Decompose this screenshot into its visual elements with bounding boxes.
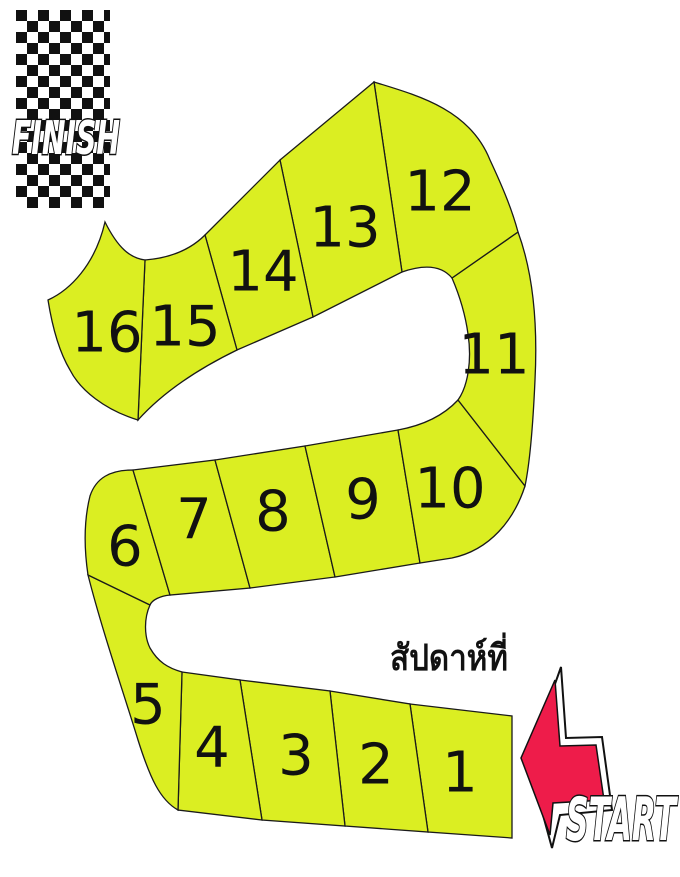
finish-label: FINISH <box>12 111 120 165</box>
square-number-10: 10 <box>414 457 485 522</box>
square-number-8: 8 <box>255 480 291 545</box>
square-number-5: 5 <box>130 673 166 738</box>
start-label: START <box>566 785 678 855</box>
square-number-16: 16 <box>71 301 142 366</box>
week-label: สัปดาห์ที่ <box>390 632 508 679</box>
square-number-3: 3 <box>278 724 314 789</box>
square-number-1: 1 <box>442 741 478 806</box>
square-number-6: 6 <box>107 515 143 580</box>
square-number-4: 4 <box>194 716 230 781</box>
square-number-11: 11 <box>458 323 529 388</box>
start-marker: START <box>521 667 678 855</box>
finish-flag: FINISH <box>12 10 120 208</box>
square-number-14: 14 <box>227 240 298 305</box>
square-number-15: 15 <box>149 295 220 360</box>
square-number-13: 13 <box>309 196 380 261</box>
square-number-7: 7 <box>176 488 212 553</box>
square-number-12: 12 <box>404 160 475 225</box>
square-number-2: 2 <box>358 733 394 798</box>
square-number-9: 9 <box>345 468 381 533</box>
checkered-flag-icon <box>16 10 110 208</box>
